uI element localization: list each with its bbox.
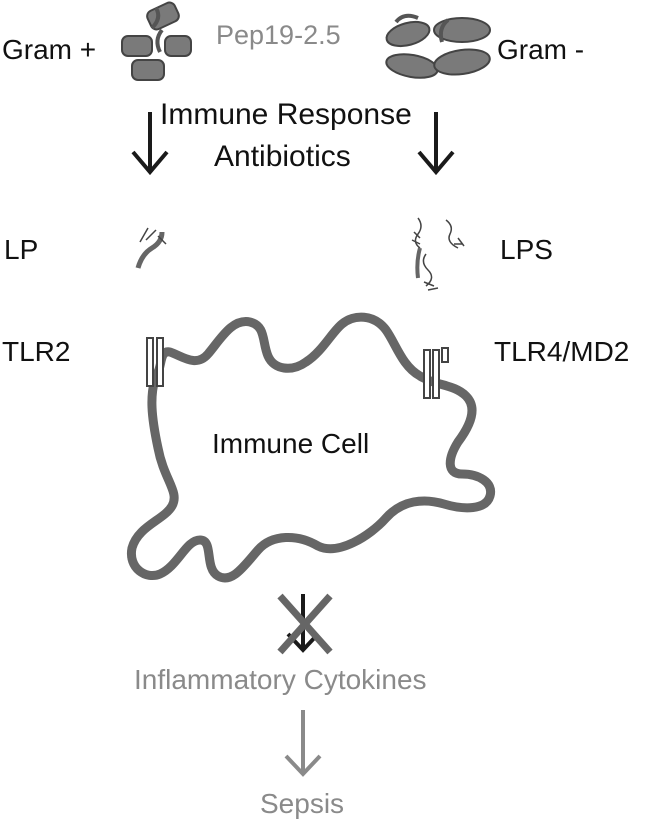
cytokines-label: Inflammatory Cytokines xyxy=(134,664,427,695)
tlr4-md2-receptor-icon xyxy=(423,347,449,399)
immune-arrow-right xyxy=(417,112,455,176)
peptide-label: Pep19-2.5 xyxy=(216,20,341,50)
lipoprotein-icon xyxy=(135,227,167,269)
gram-positive-label: Gram + xyxy=(2,34,97,65)
sepsis-arrow xyxy=(284,710,322,777)
immune-response-label: Immune Response xyxy=(160,98,412,131)
block-x-icon xyxy=(277,593,333,655)
lp-label: LP xyxy=(4,234,39,265)
gram-negative-label: Gram - xyxy=(497,34,585,65)
immune-cell-label: Immune Cell xyxy=(212,428,370,459)
immune-arrow-left xyxy=(131,112,169,176)
tlr2-label: TLR2 xyxy=(2,336,71,367)
gram-negative-bacteria-icon xyxy=(385,13,491,79)
lipopolysaccharide-icon xyxy=(411,217,465,291)
tlr4-md2-label: TLR4/MD2 xyxy=(494,336,630,367)
lps-label: LPS xyxy=(500,234,553,265)
immune-cell-membrane xyxy=(126,312,496,583)
gram-positive-bacteria-icon xyxy=(121,1,192,81)
antibiotics-label: Antibiotics xyxy=(214,140,351,173)
sepsis-label: Sepsis xyxy=(260,788,345,819)
tlr2-receptor-icon xyxy=(146,337,164,387)
